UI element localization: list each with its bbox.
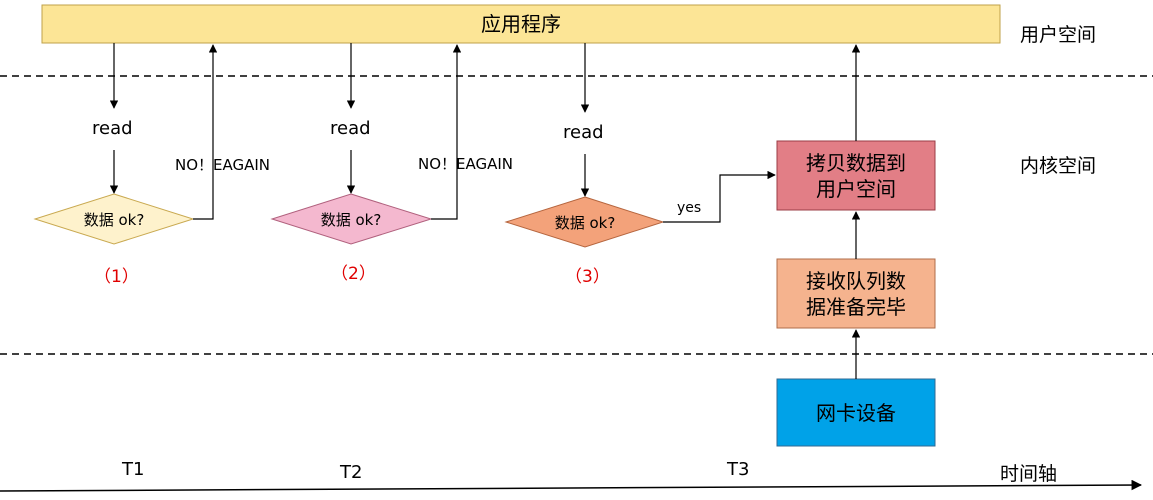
queue-box: 接收队列数据准备完毕 <box>777 259 935 328</box>
step2-read-label: read <box>330 118 371 139</box>
step3-yes-arrow <box>663 170 776 223</box>
time-axis-label: 时间轴 <box>1000 463 1058 485</box>
step1-diamond <box>33 193 195 245</box>
nic-box-shape <box>776 378 936 447</box>
copy-box-label: 拷贝数据到用户空间 <box>806 150 906 201</box>
tick-t1: T1 <box>122 459 145 480</box>
step1-number: （1） <box>94 267 139 287</box>
tick-t2: T2 <box>340 462 363 483</box>
queue-box-shape <box>776 258 936 329</box>
step1-read-label: read <box>92 118 133 139</box>
copy-box: 拷贝数据到用户空间 <box>777 141 935 210</box>
step3-check-label: 数据 ok? <box>554 214 616 232</box>
time-axis-line <box>0 479 1143 492</box>
app-box-shape <box>41 4 1001 44</box>
step1-result-label: NO！EAGAIN <box>175 156 271 174</box>
step3-diamond <box>504 196 665 248</box>
step2-check-label: 数据 ok? <box>320 211 382 229</box>
app-box-label: 应用程序 <box>481 12 561 36</box>
step2-result-label: NO！EAGAIN <box>418 155 514 173</box>
nic-box: 网卡设备 <box>777 379 935 446</box>
queue-box-label: 接收队列数据准备完毕 <box>806 268 906 319</box>
step3-number: （3） <box>565 267 610 287</box>
step2-diamond <box>270 193 433 245</box>
step3-read-label: read <box>563 122 604 143</box>
step2-number: （2） <box>331 264 376 284</box>
tick-t3: T3 <box>727 459 750 480</box>
step2-return-arrow <box>431 44 462 220</box>
nic-box-label: 网卡设备 <box>816 400 896 425</box>
step3-yes-label: yes <box>677 200 702 216</box>
app-box: 应用程序 <box>42 5 1000 43</box>
copy-box-shape <box>776 140 936 211</box>
step1-return-arrow <box>193 44 218 220</box>
user-space-label: 用户空间 <box>1020 24 1097 46</box>
step1-check-label: 数据 ok? <box>83 211 145 229</box>
kernel-space-label: 内核空间 <box>1020 155 1097 177</box>
